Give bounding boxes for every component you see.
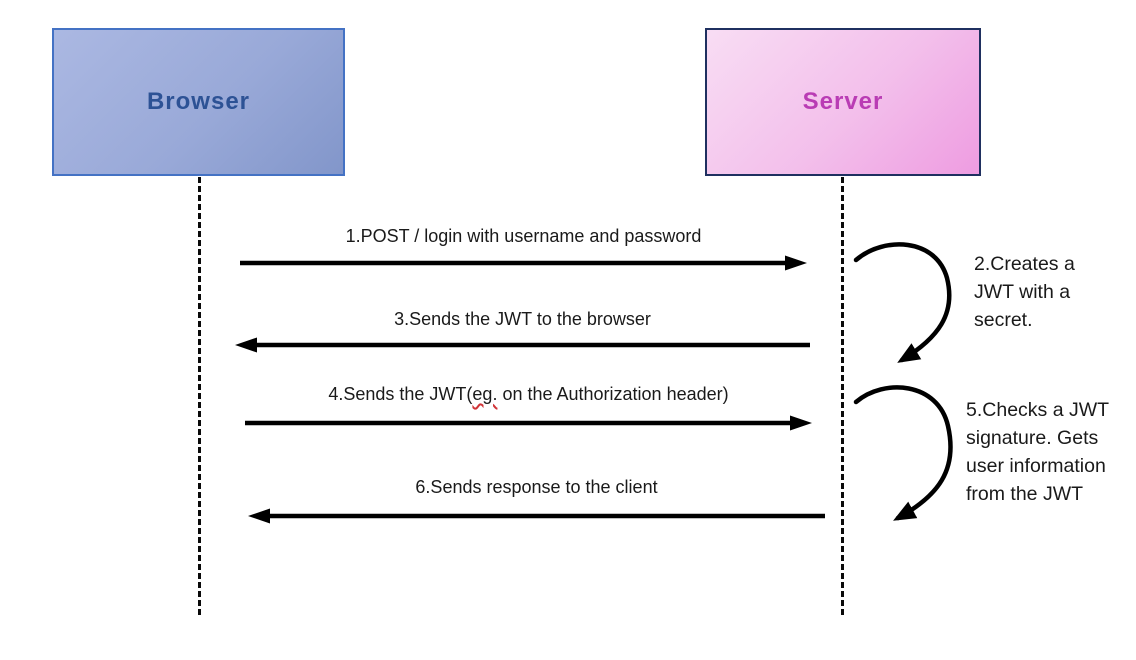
message-6-label: 6.Sends response to the client bbox=[415, 477, 658, 497]
message-1-arrow-right-icon bbox=[240, 255, 807, 271]
message-2-self-loop-arrow-icon bbox=[853, 242, 952, 363]
message-4-label: 4.Sends the JWT(eg. on the Authorization… bbox=[245, 384, 812, 405]
server-actor-label: Server bbox=[802, 88, 884, 115]
message-5-label-line: signature. Gets bbox=[966, 427, 1099, 449]
message-2-label-line: 2.Creates a bbox=[974, 253, 1075, 275]
browser-actor-label: Browser bbox=[146, 88, 251, 115]
server-lifeline bbox=[841, 177, 844, 615]
message-5-label: 5.Checks a JWT signature. Gets user info… bbox=[966, 396, 1109, 508]
message-5-label-line: 5.Checks a JWT bbox=[966, 399, 1110, 421]
message-5-self-loop-arrow-icon bbox=[853, 385, 953, 521]
browser-lifeline bbox=[198, 177, 201, 615]
message-5-label-line: from the JWT bbox=[966, 483, 1084, 505]
browser-actor-box: Browser bbox=[52, 28, 345, 176]
message-4-arrow-right-icon bbox=[245, 415, 812, 431]
message-4-label-suffix: on the Authorization header) bbox=[497, 384, 729, 404]
message-3-label: 3.Sends the JWT to the browser bbox=[394, 309, 651, 329]
message-5-label-line: user information bbox=[966, 455, 1106, 477]
message-2-label-line: JWT with a bbox=[974, 281, 1071, 303]
message-4-spellcheck-word: eg. bbox=[472, 384, 498, 404]
message-6-arrow-left-icon bbox=[248, 508, 825, 524]
server-actor-box: Server bbox=[705, 28, 981, 176]
message-4-label-prefix: 4.Sends the JWT( bbox=[328, 384, 473, 404]
message-3-arrow-left-icon bbox=[235, 337, 810, 353]
message-2-label: 2.Creates a JWT with a secret. bbox=[974, 250, 1075, 334]
message-1-label: 1.POST / login with username and passwor… bbox=[345, 226, 702, 246]
message-2-label-line: secret. bbox=[974, 309, 1033, 331]
